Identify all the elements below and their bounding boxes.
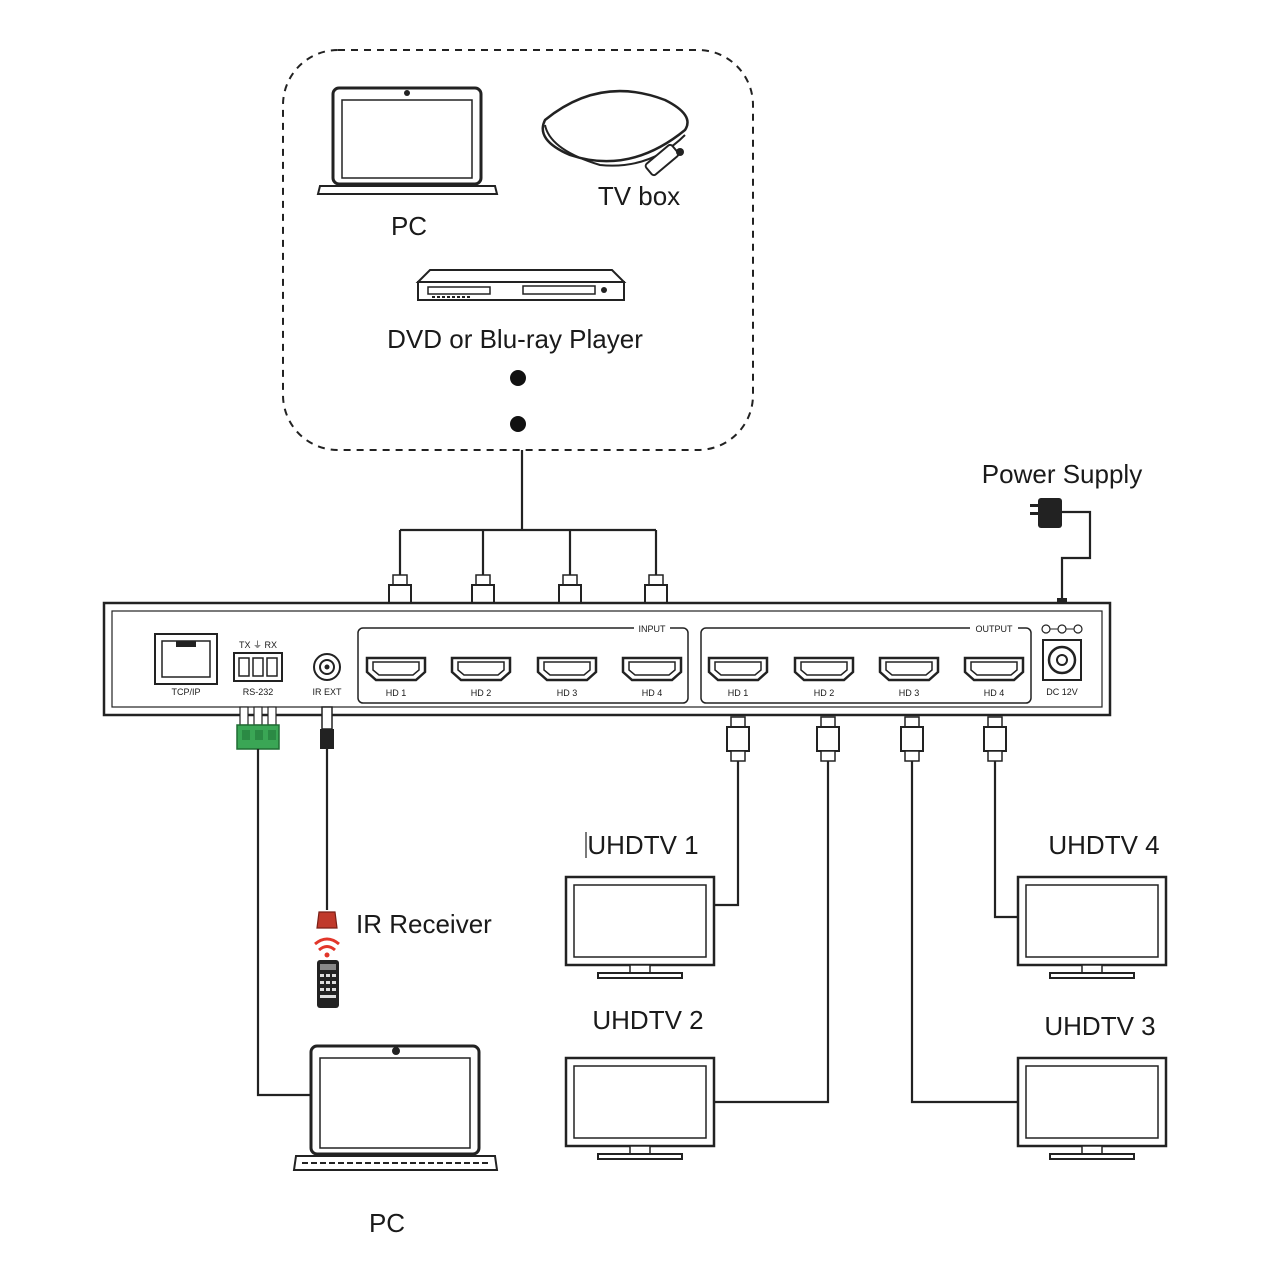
power-supply-label: Power Supply (982, 459, 1142, 489)
control-pc-label: PC (369, 1208, 405, 1238)
laptop-icon (316, 86, 499, 195)
laptop-icon (292, 1044, 499, 1171)
tv-icon (564, 875, 716, 979)
ethernet-port-icon (154, 633, 218, 685)
hdmi-plug-icon (726, 716, 750, 762)
rs232-label: RS-232 (243, 687, 274, 697)
hdmi-port-icon (963, 656, 1025, 682)
ir-receiver-label: IR Receiver (356, 909, 492, 939)
input-group-box (357, 627, 689, 704)
hdmi-plug-icon (816, 716, 840, 762)
dvd-player-icon (415, 269, 627, 301)
hdmi-port-icon (536, 656, 598, 682)
rs232-pins-label: TX ⏚ RX (239, 640, 277, 650)
tv-label: UHDTV 2 (592, 1005, 703, 1035)
input-cables (398, 450, 658, 575)
output-port-label: HD 3 (899, 688, 920, 698)
hdmi-port-icon (707, 656, 769, 682)
tv-icon (1016, 1056, 1168, 1160)
rs232-port-icon (233, 652, 283, 682)
output-group-box (700, 627, 1032, 704)
hdmi-port-icon (793, 656, 855, 682)
tv-label: UHDTV 1 (587, 830, 698, 860)
hdmi-plug-icon (983, 716, 1007, 762)
hdmi-port-icon (365, 656, 427, 682)
output-group-label: OUTPUT (976, 624, 1014, 634)
source-group-box (282, 49, 754, 451)
output-port-label: HD 4 (984, 688, 1005, 698)
ir-ext-label: IR EXT (312, 687, 342, 697)
rs232-cable (256, 749, 312, 1097)
dvd-player-label: DVD or Blu-ray Player (387, 324, 643, 354)
hdmi-port-icon (450, 656, 512, 682)
ir-ext-jack-icon (313, 653, 341, 681)
rs232-terminal-block-icon (236, 706, 280, 750)
output-port-label: HD 1 (728, 688, 749, 698)
tv-icon (1016, 875, 1168, 979)
input-port-label: HD 4 (642, 688, 663, 698)
hdmi-port-icon (878, 656, 940, 682)
more-sources-dot (510, 416, 526, 432)
source-pc-label: PC (391, 211, 427, 241)
output-cables (714, 761, 1018, 1104)
more-sources-dot (510, 370, 526, 386)
tv-box-icon (541, 89, 689, 167)
wireless-signal-icon (314, 937, 340, 958)
tcpip-label: TCP/IP (171, 687, 200, 697)
dc-label: DC 12V (1046, 687, 1078, 697)
hdmi-plug-icon (900, 716, 924, 762)
tv-box-label: TV box (598, 181, 680, 211)
polarity-symbol-icon (1041, 624, 1083, 634)
remote-control-icon (317, 960, 339, 1008)
tv-label: UHDTV 4 (1048, 830, 1159, 860)
input-group-label: INPUT (639, 624, 667, 634)
ir-receiver-icon (316, 911, 338, 929)
remote-icon (644, 143, 684, 177)
input-port-label: HD 3 (557, 688, 578, 698)
power-adapter-icon (1030, 498, 1092, 608)
input-port-label: HD 2 (471, 688, 492, 698)
output-port-label: HD 2 (814, 688, 835, 698)
input-port-label: HD 1 (386, 688, 407, 698)
ir-plug-icon (320, 706, 334, 749)
tv-label: UHDTV 3 (1044, 1011, 1155, 1041)
dc-jack-icon (1042, 639, 1082, 681)
tv-icon (564, 1056, 716, 1160)
hdmi-port-icon (621, 656, 683, 682)
